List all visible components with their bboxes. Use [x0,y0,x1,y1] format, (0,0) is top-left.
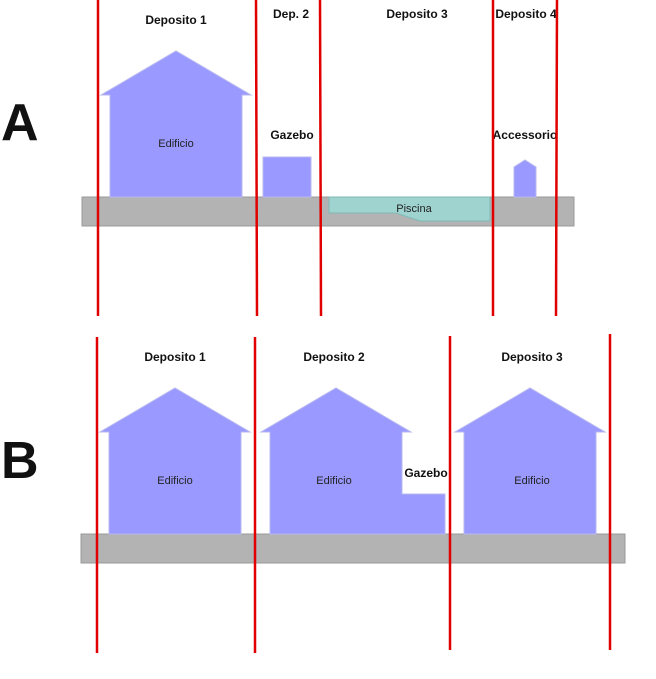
panel-a-accessory [513,159,537,198]
panel-a-divider [554,0,559,317]
panel-b-ground [80,533,626,564]
panel-b-building [259,387,446,535]
panel-a-letter: A [1,94,39,152]
panel-a-building-label: Edificio [158,138,193,150]
panel-b-building [453,387,607,535]
panel-b-deposit-2-label: Deposito 2 [303,350,365,364]
panel-b-deposit-1-label: Deposito 1 [144,350,206,364]
panel-a-accessory-label: Accessorio [493,128,558,142]
panel-b-building [98,387,252,535]
panel-a-deposit-4-label: Deposito 4 [495,7,557,21]
panel-a-divider [254,0,259,317]
panel-a-gazebo [262,156,312,198]
panel-a-building [99,50,253,198]
panel-b-letter: B [1,432,39,490]
panel-a-pool-label: Piscina [396,203,432,215]
panel-b-building-2-label: Edificio [316,475,351,487]
panel-b: B Edificio Edificio Gazebo Edificio Depo… [1,334,626,653]
panel-a-deposit-2-label: Dep. 2 [273,7,309,21]
panel-a-deposit-1-label: Deposito 1 [145,13,207,27]
panel-a-deposit-3-label: Deposito 3 [386,7,448,21]
panel-b-gazebo-label: Gazebo [404,466,447,480]
panel-b-building-1-label: Edificio [157,475,192,487]
panel-a-gazebo-label: Gazebo [270,128,313,142]
panel-a-ground [81,196,575,227]
panel-a-divider [318,0,323,317]
panel-a: A Edificio Gazebo Piscina Accessorio Dep… [1,0,575,317]
panel-b-building-3-label: Edificio [514,475,549,487]
panel-a-pool [328,196,491,222]
panel-b-deposit-3-label: Deposito 3 [501,350,563,364]
